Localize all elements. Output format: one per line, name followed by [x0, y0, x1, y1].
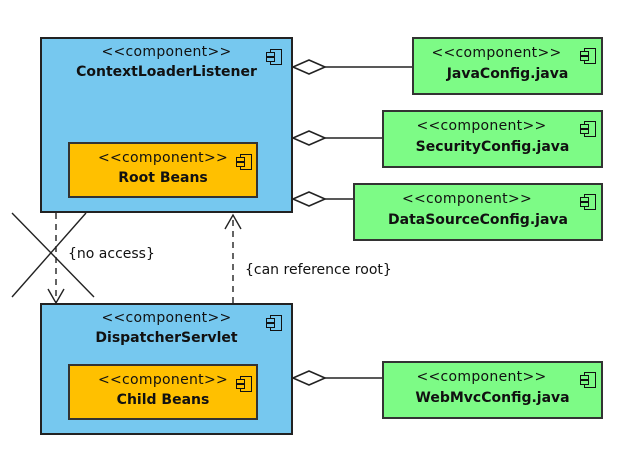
aggregation-security-config	[291, 130, 382, 146]
context-loader-listener-component[interactable]: <<component>> ContextLoaderListener <<co…	[40, 37, 293, 213]
aggregation-datasource-config	[291, 191, 353, 207]
security-config-component[interactable]: <<component>> SecurityConfig.java	[382, 110, 603, 168]
component-icon	[580, 48, 596, 64]
stereotype-label: <<component>>	[97, 150, 229, 166]
java-config-component[interactable]: <<component>> JavaConfig.java	[412, 37, 603, 95]
component-name: ContextLoaderListener	[76, 64, 257, 80]
aggregation-webmvc-config	[291, 370, 382, 386]
component-name: WebMvcConfig.java	[415, 390, 570, 406]
component-name: JavaConfig.java	[446, 66, 569, 82]
stereotype-label: <<component>>	[401, 191, 533, 207]
component-name: DataSourceConfig.java	[388, 212, 568, 228]
component-name: Child Beans	[116, 392, 210, 408]
dispatcher-servlet-component[interactable]: <<component>> DispatcherServlet <<compon…	[40, 303, 293, 435]
root-beans-component[interactable]: <<component>> Root Beans	[68, 142, 258, 198]
component-icon	[580, 121, 596, 137]
stereotype-label: <<component>>	[101, 44, 232, 60]
component-icon	[236, 154, 252, 170]
component-icon	[266, 315, 282, 331]
component-name: Root Beans	[118, 170, 208, 186]
stereotype-label: <<component>>	[416, 118, 547, 134]
can-reference-root-note: {can reference root}	[245, 262, 392, 278]
dependency-can-reference-root	[224, 213, 242, 303]
component-icon	[266, 49, 282, 65]
webmvc-config-component[interactable]: <<component>> WebMvcConfig.java	[382, 361, 603, 419]
aggregation-java-config	[291, 59, 412, 75]
child-beans-component[interactable]: <<component>> Child Beans	[68, 364, 258, 420]
cross-mark-icon	[11, 212, 95, 298]
stereotype-label: <<component>>	[97, 372, 229, 388]
stereotype-label: <<component>>	[416, 369, 547, 385]
stereotype-label: <<component>>	[101, 310, 232, 326]
component-icon	[580, 194, 596, 210]
component-icon	[580, 372, 596, 388]
no-access-note: {no access}	[68, 246, 155, 262]
datasource-config-component[interactable]: <<component>> DataSourceConfig.java	[353, 183, 603, 241]
component-name: DispatcherServlet	[95, 330, 238, 346]
component-name: SecurityConfig.java	[415, 139, 570, 155]
component-icon	[236, 376, 252, 392]
stereotype-label: <<component>>	[431, 45, 562, 61]
